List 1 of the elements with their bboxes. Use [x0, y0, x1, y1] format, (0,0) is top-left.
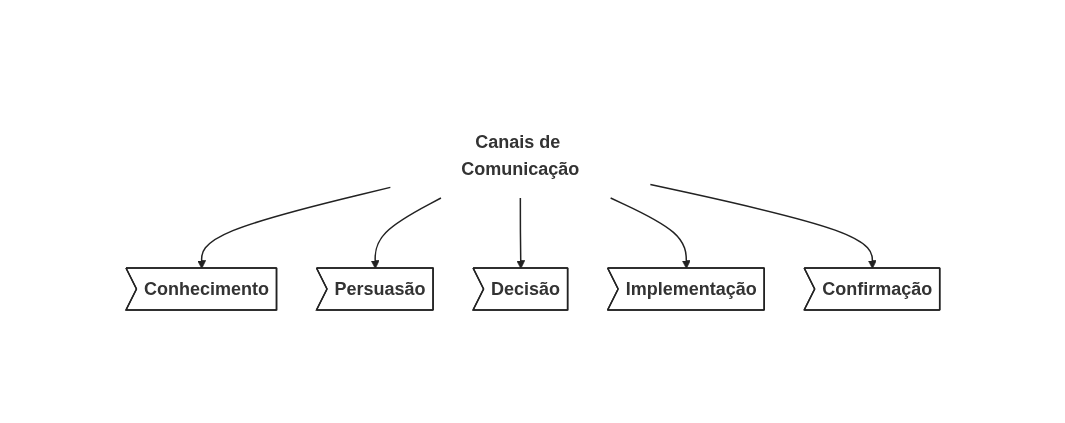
node-text: Canais de Comunicação [460, 131, 580, 179]
